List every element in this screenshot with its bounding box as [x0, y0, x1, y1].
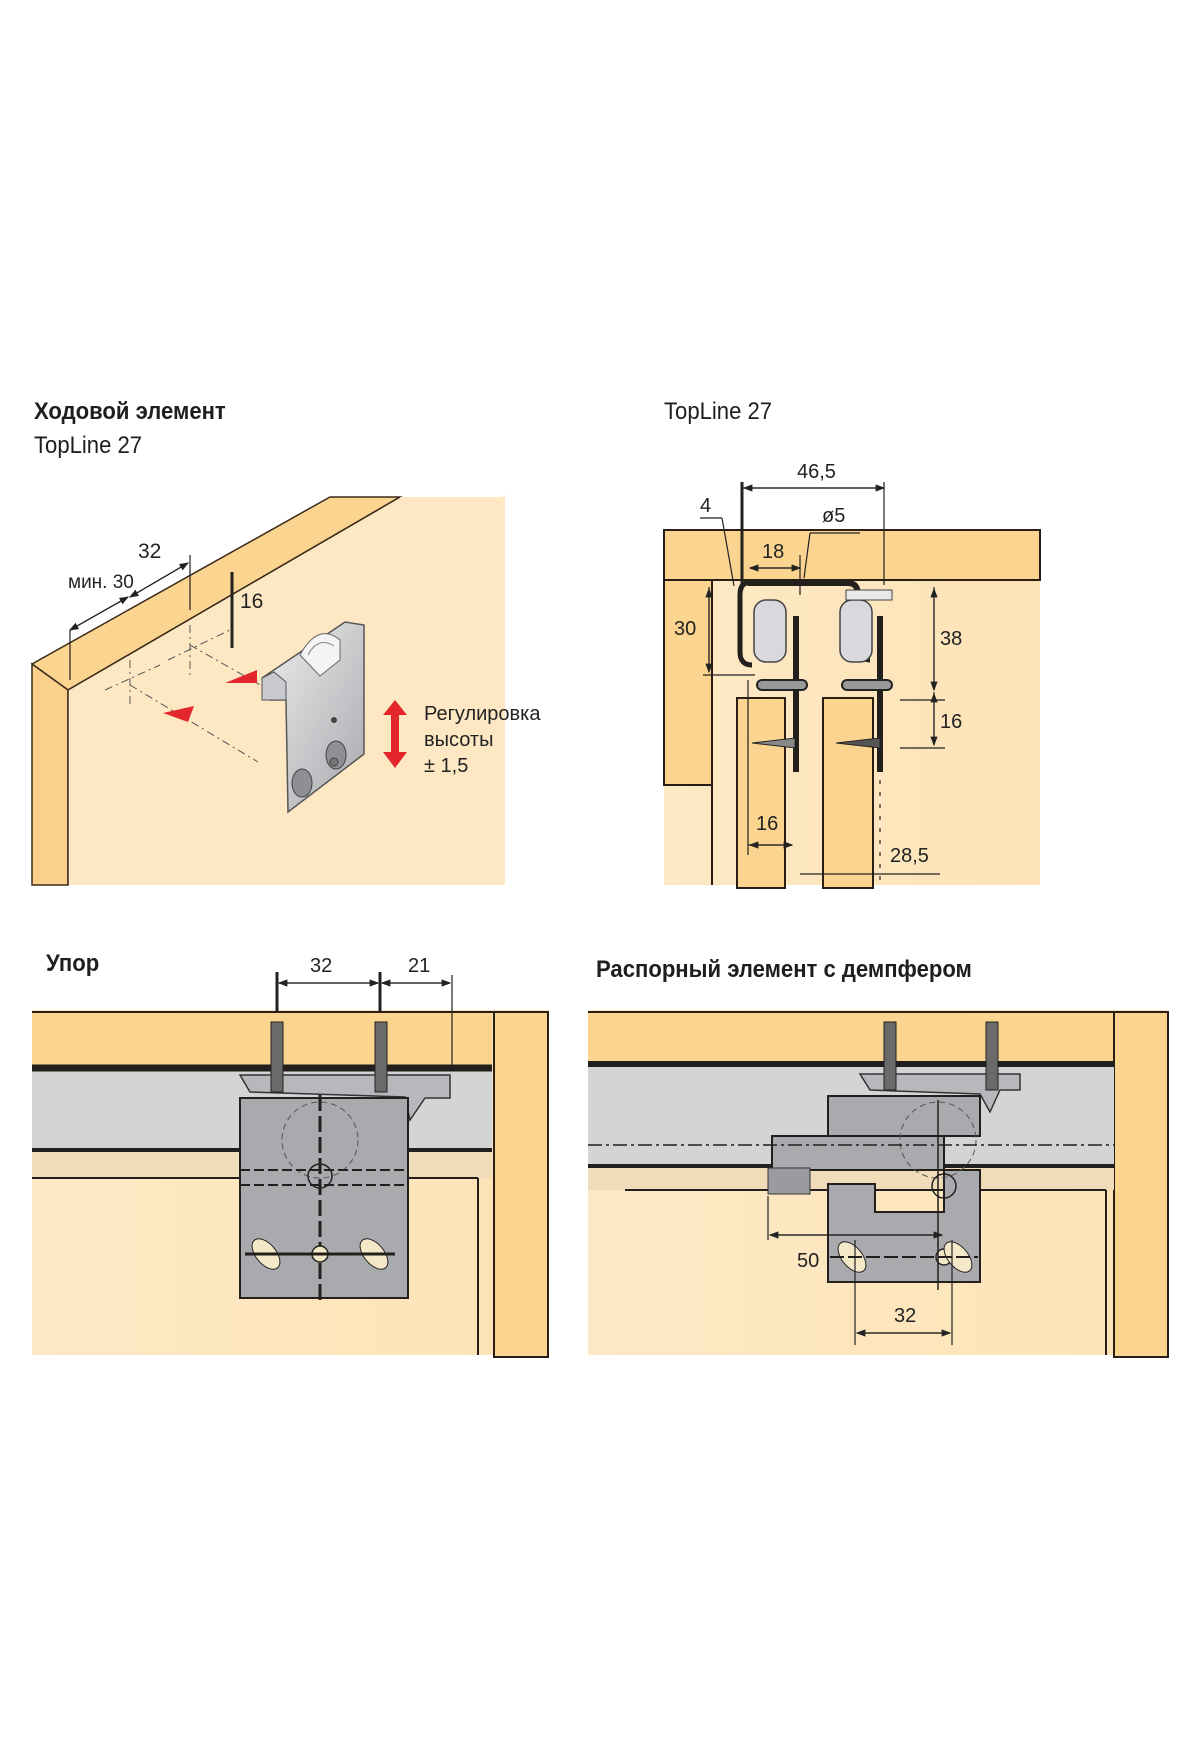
- cabinet-front-edge: [31, 662, 69, 886]
- red-arrow-lower: [163, 706, 194, 722]
- dim-28-5: 28,5: [890, 845, 929, 867]
- screw-right: [374, 1021, 388, 1093]
- dim-stop-21: 21: [408, 955, 430, 977]
- door-front: [736, 697, 786, 889]
- stop-body: [238, 1074, 451, 1300]
- spacer-screw-right: [985, 1021, 999, 1091]
- dim-diameter-5: ø5: [822, 505, 845, 527]
- screw-left: [270, 1021, 284, 1093]
- dim-18: 18: [762, 541, 784, 563]
- runner-bracket: [261, 621, 365, 814]
- runner-title: Ходовой элемент: [34, 398, 226, 425]
- spacer-screw-left: [883, 1021, 897, 1091]
- dim-spacer-50: 50: [797, 1250, 819, 1272]
- spacer-body: [588, 1073, 1114, 1290]
- dim-stop-32: 32: [310, 955, 332, 977]
- adjust-label-3: ± 1,5: [424, 755, 468, 777]
- spacer-title: Распорный элемент с демпфером: [596, 956, 972, 983]
- roller-front: [753, 599, 787, 663]
- section-title: TopLine 27: [664, 398, 773, 425]
- dim-38: 38: [940, 628, 962, 650]
- damper: [771, 1135, 945, 1171]
- runner-subtitle: TopLine 27: [34, 432, 143, 459]
- height-adjust-arrow-icon: [383, 700, 407, 768]
- stop-title: Упор: [46, 950, 100, 977]
- dim-16-right: 16: [940, 711, 962, 733]
- door-back: [822, 697, 874, 889]
- stop-panel: 32 21: [32, 955, 549, 1358]
- adjust-label-1: Регулировка: [424, 703, 541, 725]
- dim-16: 16: [240, 590, 263, 613]
- dim-min-30: мин. 30: [68, 572, 134, 593]
- adjust-label-2: высоты: [424, 729, 493, 751]
- spacer-panel: 50 32: [588, 1010, 1169, 1358]
- dim-16-bottom: 16: [756, 813, 778, 835]
- red-arrow-upper: [225, 670, 257, 683]
- section-panel: 46,5 4 ø5 18 30 38 16 16 28,5: [663, 461, 1041, 889]
- dim-32: 32: [138, 540, 161, 563]
- roller-back: [839, 599, 873, 663]
- dim-46-5: 46,5: [797, 461, 836, 483]
- runner-panel: мин. 30 32 16 Регулировка высоты ± 1,5: [30, 495, 541, 886]
- dim-spacer-32: 32: [894, 1305, 916, 1327]
- dim-30: 30: [674, 618, 696, 640]
- dim-4: 4: [700, 495, 711, 517]
